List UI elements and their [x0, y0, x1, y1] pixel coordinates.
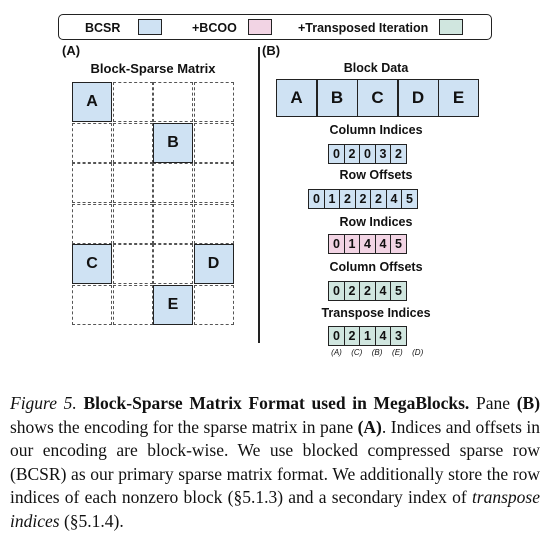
row-index-cell: 0 [328, 234, 345, 254]
matrix-empty-cell [153, 82, 193, 122]
column-index-cell: 2 [390, 144, 407, 164]
caption-pane-a-ref: (A) [357, 416, 382, 437]
pane-a-label: (A) [62, 43, 81, 58]
pane-b-label: (B) [262, 43, 281, 58]
block-data-cell: C [357, 79, 398, 117]
matrix-empty-cell [153, 163, 193, 203]
row-offset-cell: 2 [354, 189, 372, 209]
matrix-empty-cell [112, 244, 153, 284]
row-index-cell: 1 [343, 234, 361, 254]
column-offset-cell: 0 [328, 281, 345, 301]
matrix-block-c: C [72, 244, 112, 284]
caption-title: Block-Sparse Matrix Format used in MegaB… [83, 393, 470, 413]
transpose-block-label: (C) [351, 348, 363, 357]
matrix-empty-cell [193, 284, 234, 325]
matrix-empty-cell [193, 163, 234, 203]
matrix-empty-cell [153, 203, 193, 244]
matrix-empty-cell [112, 122, 153, 163]
caption-text: (§5.1.4). [59, 510, 124, 531]
matrix-empty-cell [193, 203, 234, 244]
legend-label-transposed: +Transposed Iteration [298, 21, 429, 35]
transpose-index-cell: 0 [328, 326, 345, 346]
transpose-block-label: (B) [371, 348, 383, 357]
row-offset-cell: 2 [370, 189, 387, 209]
transpose-block-label: (A) [331, 348, 342, 357]
block-data-title: Block Data [343, 61, 409, 75]
row-index-cell: 4 [359, 234, 376, 254]
row-offset-cell: 0 [308, 189, 325, 209]
matrix-block-b: B [153, 122, 193, 163]
caption-text: . Indices and offsets in our encoding ar… [10, 416, 540, 508]
matrix-empty-cell [112, 203, 153, 244]
block-data-cell: E [438, 79, 479, 117]
transpose-block-label: (D) [412, 348, 424, 357]
transpose-index-cell: 4 [374, 326, 392, 346]
column-offset-cell: 2 [359, 281, 376, 301]
block-data-cell: A [276, 79, 317, 117]
caption-italic-term: transpose indices [10, 487, 540, 531]
legend-swatch-transposed [439, 19, 463, 35]
transpose-index-cell: 1 [359, 326, 376, 346]
caption-text: Pane [475, 393, 517, 413]
column-offset-cell: 5 [390, 281, 407, 301]
legend-swatch-bcoo [248, 19, 272, 35]
column-index-cell: 3 [374, 144, 392, 164]
matrix-empty-cell [112, 163, 153, 203]
matrix-block-a: A [72, 82, 112, 122]
block-data-cell: B [316, 79, 358, 117]
caption-pane-b-ref: (B) [516, 393, 541, 413]
column-index-cell: 2 [343, 144, 361, 164]
row-offset-cell: 4 [385, 189, 403, 209]
row-offset-cell: 5 [401, 189, 418, 209]
row-index-cell: 4 [374, 234, 392, 254]
row-index-cell: 5 [390, 234, 407, 254]
matrix-empty-cell [112, 82, 153, 122]
figure-caption: Figure 5. Block-Sparse Matrix Format use… [10, 392, 540, 533]
column-offsets-title: Column Offsets [329, 260, 423, 274]
matrix-block-e: E [153, 284, 193, 325]
matrix-empty-cell [112, 284, 153, 325]
matrix-empty-cell [72, 163, 112, 203]
legend-swatch-bcsr [138, 19, 162, 35]
matrix-empty-cell [153, 244, 193, 284]
matrix-empty-cell [193, 122, 234, 163]
transpose-indices-title: Transpose Indices [321, 306, 431, 320]
row-offsets-title: Row Offsets [339, 168, 413, 182]
pane-divider [258, 47, 260, 343]
legend-label-bcsr: BCSR [85, 21, 121, 35]
matrix-block-d: D [193, 244, 234, 284]
column-index-cell: 0 [328, 144, 345, 164]
legend-box [58, 14, 492, 40]
column-indices-title: Column Indices [329, 123, 423, 137]
block-data-cell: D [397, 79, 439, 117]
column-offset-cell: 2 [343, 281, 361, 301]
legend-label-bcoo: +BCOO [192, 21, 237, 35]
row-offset-cell: 2 [339, 189, 356, 209]
matrix-empty-cell [72, 122, 112, 163]
caption-text: shows the encoding for the sparse matrix… [10, 416, 358, 437]
caption-figure-number: Figure 5. [10, 393, 77, 413]
pane-a-title: Block-Sparse Matrix [90, 61, 216, 76]
column-index-cell: 0 [359, 144, 376, 164]
transpose-index-cell: 3 [390, 326, 407, 346]
transpose-block-label: (E) [392, 348, 403, 357]
column-offset-cell: 4 [374, 281, 392, 301]
matrix-empty-cell [193, 82, 234, 122]
row-indices-title: Row Indices [339, 215, 413, 229]
matrix-empty-cell [72, 203, 112, 244]
matrix-empty-cell [72, 284, 112, 325]
transpose-index-cell: 2 [343, 326, 361, 346]
row-offset-cell: 1 [323, 189, 341, 209]
